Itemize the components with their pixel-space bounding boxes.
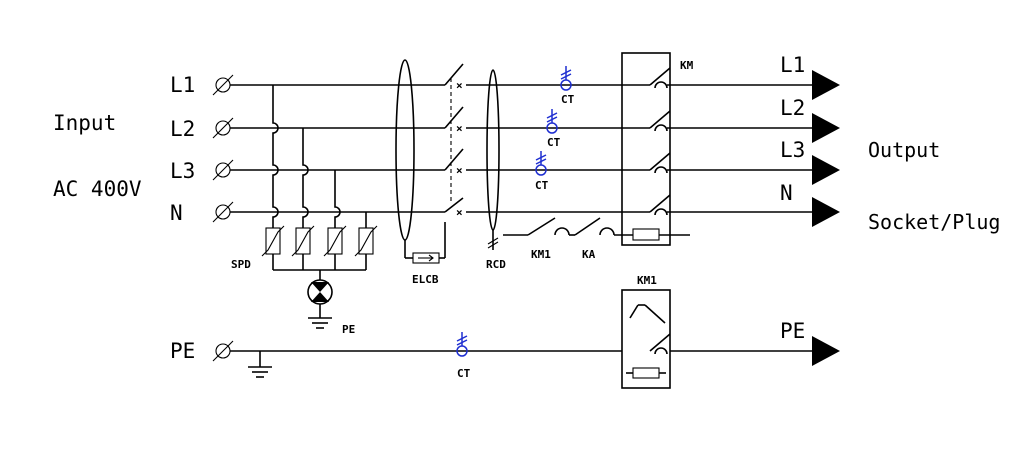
output-title: Output [868,138,940,162]
km-contactor [621,52,671,246]
output-l1-label: L1 [780,53,805,77]
km1-label-upper: KM1 [531,248,551,261]
bus-lines-input [230,84,445,213]
ct-sensor-pe [456,332,468,357]
input-l3-label: L3 [170,159,195,183]
km1-label-lower: KM1 [637,274,657,287]
elcb-switch-contacts: × × × × [444,63,464,219]
svg-text:×: × [456,206,463,219]
bus-lines-output [667,84,812,213]
ct-label-pe: CT [457,367,471,380]
pe-ground-symbol [248,351,272,378]
input-l1-label: L1 [170,73,195,97]
svg-text:×: × [456,164,463,177]
output-arrow-l1 [812,70,840,100]
output-arrow-l2 [812,113,840,143]
input-voltage: AC 400V [53,177,142,201]
elcb-label: ELCB [412,273,439,286]
ct-label-l1: CT [561,93,575,106]
rcd-label: RCD [486,258,506,271]
km1-ka-contacts [503,217,690,241]
output-n-label: N [780,181,793,205]
input-l2-label: L2 [170,117,195,141]
spd-gas-tube [307,279,333,329]
output-subtitle: Socket/Plug [868,210,1000,234]
spd-branch-wires [272,85,367,228]
rcd-device [486,69,500,250]
output-l2-label: L2 [780,96,805,120]
spd-label: SPD [231,258,251,271]
output-pe-label: PE [780,319,805,343]
input-n-label: N [170,201,183,225]
ct-label-l3: CT [535,179,549,192]
svg-text:×: × [456,122,463,135]
output-arrow-l3 [812,155,840,185]
spd-varistors [261,225,378,280]
input-title: Input [53,111,116,135]
output-arrow-pe [812,336,840,366]
spd-pe-label: PE [342,323,355,336]
ct-label-l2: CT [547,136,561,149]
output-arrow-n [812,197,840,227]
output-l3-label: L3 [780,138,805,162]
elcb-device [395,59,446,264]
km-label: KM [680,59,694,72]
ct-sensor-l1 [560,66,572,91]
km1-contactor [621,289,671,389]
input-pe-label: PE [170,339,195,363]
ct-sensor-l2 [546,109,558,134]
ka-label: KA [582,248,596,261]
svg-text:×: × [456,79,463,92]
ct-sensor-l3 [535,151,547,176]
